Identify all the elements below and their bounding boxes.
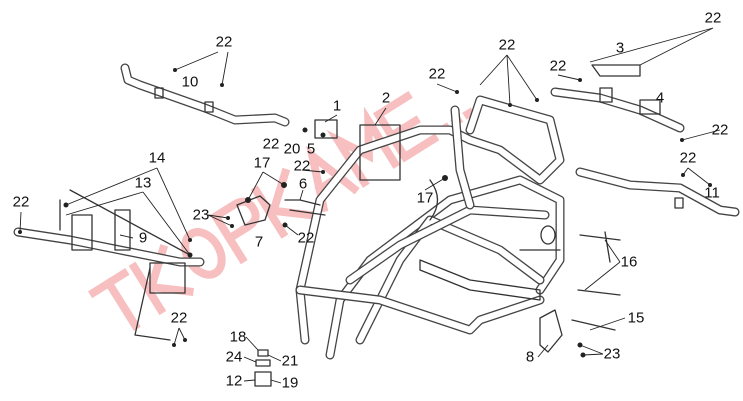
- callout: 23: [603, 345, 621, 363]
- watermark: [87, 91, 476, 331]
- callout: 8: [525, 348, 535, 366]
- leader-lines: [19, 27, 721, 384]
- callout: 22: [428, 65, 446, 83]
- callout: 1: [332, 97, 342, 115]
- callout: 16: [620, 253, 638, 271]
- callout: 18: [229, 328, 247, 346]
- callout: 2: [381, 89, 391, 107]
- callout: 19: [281, 374, 299, 392]
- main-frame: [295, 95, 565, 360]
- callout: 15: [627, 309, 645, 327]
- callout: 5: [306, 140, 316, 158]
- callout: 7: [254, 233, 264, 251]
- callout: 21: [281, 352, 299, 370]
- callout: 11: [704, 184, 720, 202]
- part-10-bar: [120, 63, 290, 127]
- callout: 22: [170, 309, 188, 327]
- callout: 17: [253, 154, 271, 172]
- callout: 23: [192, 206, 210, 224]
- callout: 22: [12, 193, 30, 211]
- callout: 3: [615, 39, 625, 57]
- callout: 4: [655, 89, 665, 107]
- callout: 22: [711, 121, 729, 139]
- callout: 12: [225, 372, 243, 390]
- callout: 22: [498, 36, 516, 54]
- callout: 22: [215, 33, 233, 51]
- callout: 13: [134, 174, 152, 192]
- small-parts: [236, 119, 621, 387]
- callout: 22: [704, 9, 722, 27]
- part-3-4-bracket: [550, 64, 685, 133]
- part-9-bar: [13, 189, 205, 341]
- callout: 17: [416, 189, 434, 207]
- callout: 20: [283, 140, 301, 158]
- callout: 14: [148, 149, 166, 167]
- callout: 22: [679, 149, 697, 167]
- part-11-bar: [575, 167, 740, 217]
- callout: 22: [262, 135, 280, 153]
- callout: 9: [138, 229, 148, 247]
- callout: 22: [549, 57, 567, 75]
- callout: 6: [298, 175, 308, 193]
- callout: 22: [297, 229, 315, 247]
- callout: 24: [225, 348, 243, 366]
- callout: 10: [181, 73, 199, 91]
- callout: 22: [293, 157, 311, 175]
